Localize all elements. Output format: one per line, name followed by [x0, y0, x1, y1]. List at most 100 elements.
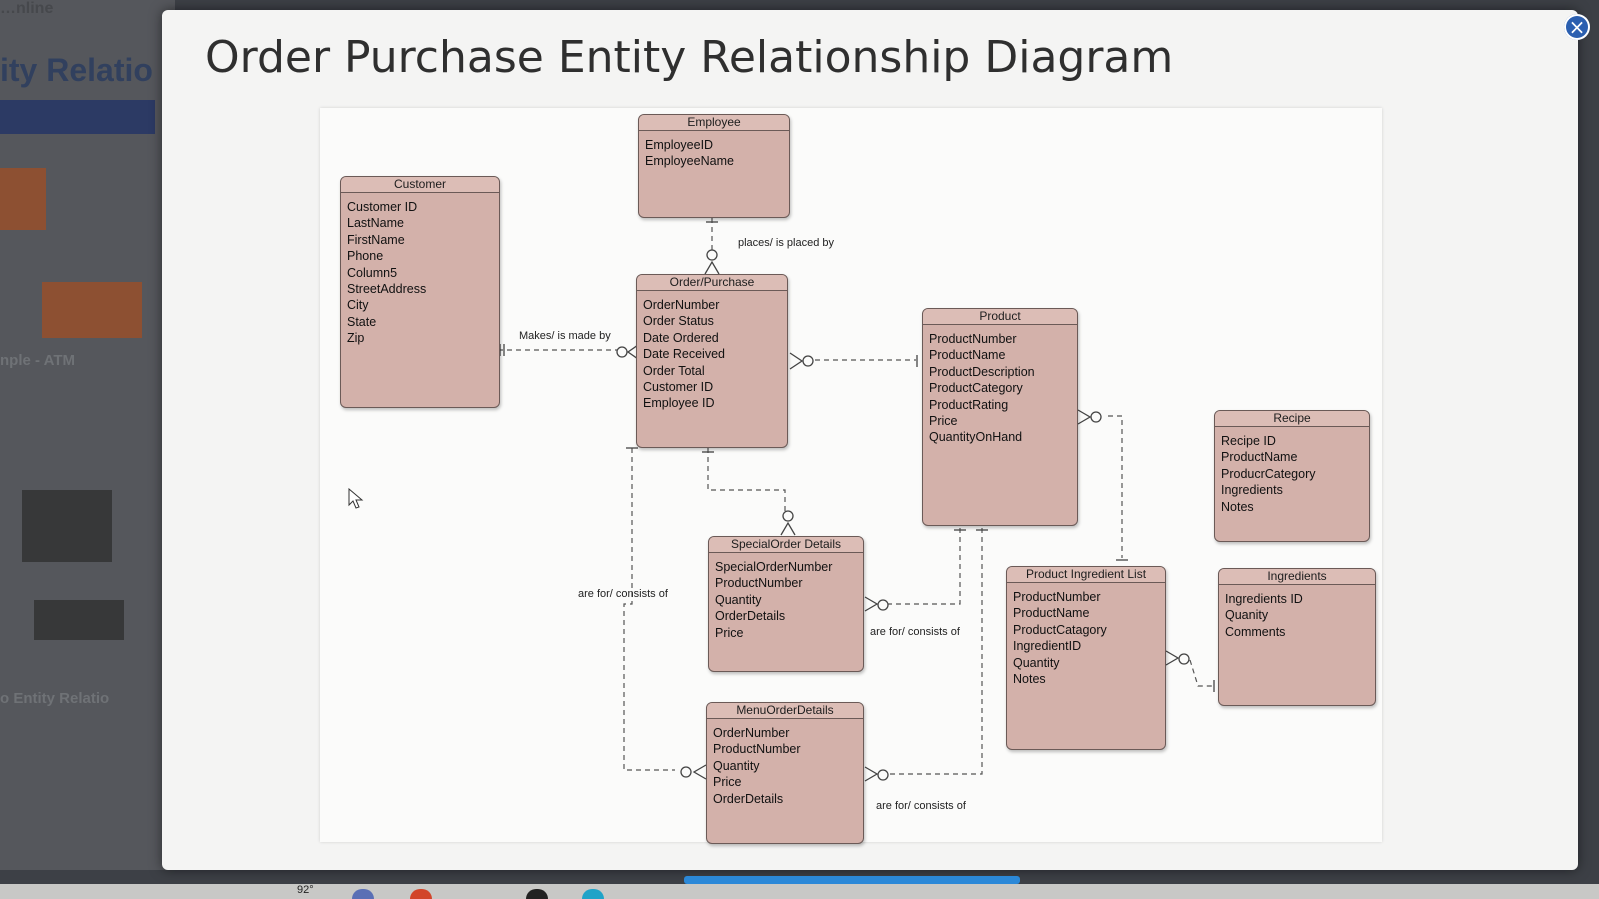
background-slide-panel [0, 0, 175, 870]
taskbar [0, 884, 1599, 899]
entity-field: QuantityOnHand [929, 430, 1023, 445]
order-menuorder-line [623, 448, 675, 771]
taskbar-app-icon[interactable] [352, 889, 374, 899]
entity-field: Order Status [643, 314, 714, 329]
entity-field: OrderDetails [713, 791, 784, 806]
entity-field: EmployeeName [645, 154, 734, 169]
entity-field: Price [715, 625, 744, 640]
entity-title: Product [923, 309, 1077, 325]
entity-field: Employee ID [643, 396, 715, 411]
entity-field: ProductName [929, 348, 1006, 363]
entity-field: Column5 [347, 265, 398, 280]
entity-employee[interactable]: Employee EmployeeID EmployeeName [638, 114, 790, 218]
entity-field: ProductName [1013, 606, 1090, 621]
taskbar-app-icon[interactable] [526, 889, 548, 899]
relationship-label-menu-left: are for/ consists of [578, 588, 668, 600]
entity-title: Product Ingredient List [1007, 567, 1165, 583]
entity-field: ProductNumber [1013, 590, 1101, 604]
entity-field: Zip [347, 331, 365, 346]
entity-field: OrderNumber [643, 298, 720, 312]
relationship-label-places: places/ is placed by [738, 237, 834, 249]
background-window-title: …nline [0, 0, 54, 17]
entity-field: ProductNumber [715, 576, 803, 591]
entity-field: Phone [347, 249, 384, 264]
entity-field: State [347, 314, 377, 329]
background-slide-label: nple - ATM [0, 352, 75, 369]
entity-field: ProductNumber [713, 742, 801, 757]
entity-field: IngredientID [1013, 639, 1082, 654]
entity-field: Recipe ID [1221, 434, 1276, 448]
entity-title: Recipe [1215, 411, 1369, 427]
entity-title: Customer [341, 177, 499, 193]
entity-field: ProductCatagory [1013, 622, 1107, 637]
entity-field: Quantity [715, 592, 762, 607]
close-button[interactable]: × [1564, 14, 1590, 40]
entity-title: Ingredients [1219, 569, 1375, 585]
entity-product[interactable]: Product ProductNumber ProductName Produc… [922, 308, 1078, 526]
entity-field: Quantity [1013, 655, 1060, 670]
entity-field: Quantity [713, 758, 760, 773]
mouse-cursor-icon [348, 488, 364, 509]
product-ingredientlist-line [1108, 415, 1123, 558]
relationship-label-makes: Makes/ is made by [519, 330, 611, 342]
entity-title: Employee [639, 115, 789, 131]
entity-field: SpecialOrderNumber [715, 560, 833, 574]
entity-field: ProductName [1221, 450, 1298, 465]
entity-field: ProductCategory [929, 381, 1023, 396]
page-title: Order Purchase Entity Relationship Diagr… [205, 32, 1174, 83]
background-thumbnail [0, 168, 46, 230]
entity-title: SpecialOrder Details [709, 537, 863, 553]
entity-field: Quanity [1225, 608, 1269, 623]
entity-field: Order Total [643, 363, 705, 378]
entity-field: EmployeeID [645, 138, 714, 152]
entity-field: OrderNumber [713, 726, 790, 740]
background-slide-title: ity Relatio [0, 52, 153, 88]
entity-field: OrderDetails [715, 609, 786, 624]
entity-field: Ingredients ID [1225, 592, 1303, 606]
background-thumbnail [42, 282, 142, 338]
relationship-label-special: are for/ consists of [870, 626, 960, 638]
ingredientlist-ingredients-line [1189, 659, 1214, 687]
taskbar-app-icon[interactable] [582, 889, 604, 899]
entity-field: LastName [347, 216, 404, 231]
entity-field: ProductNumber [929, 332, 1017, 346]
product-specialorder-line [885, 528, 961, 605]
entity-field: Notes [1013, 672, 1046, 687]
entity-field: Date Received [643, 347, 725, 362]
taskbar-app-icon[interactable] [410, 889, 432, 899]
entity-field: ProducrCategory [1221, 466, 1316, 481]
entity-title: Order/Purchase [637, 275, 787, 291]
entity-special-order-details[interactable]: SpecialOrder Details SpecialOrderNumber … [708, 536, 864, 672]
entity-field: Notes [1221, 499, 1254, 514]
weather-temperature[interactable]: 92° [297, 884, 314, 896]
entity-field: Price [929, 414, 958, 429]
entity-ingredients[interactable]: Ingredients Ingredients ID Quanity Comme… [1218, 568, 1376, 706]
background-blue-bar [0, 100, 155, 134]
entity-field: ProductRating [929, 397, 1009, 412]
entity-customer[interactable]: Customer Customer ID LastName FirstName … [340, 176, 500, 408]
background-thumbnail [22, 490, 112, 562]
background-thumbnail [34, 600, 124, 640]
entity-field: Customer ID [347, 200, 418, 214]
entity-field: ProductDescription [929, 364, 1035, 379]
background-slide-label: o Entity Relatio [0, 690, 110, 707]
entity-field: Ingredients [1221, 483, 1283, 498]
entity-field: Customer ID [643, 380, 714, 395]
entity-field: StreetAddress [347, 282, 427, 297]
relationship-label-menu-right: are for/ consists of [876, 800, 966, 812]
entity-recipe[interactable]: Recipe Recipe ID ProductName ProducrCate… [1214, 410, 1370, 542]
order-specialorder-line [707, 448, 786, 512]
entity-order-purchase[interactable]: Order/Purchase OrderNumber Order Status … [636, 274, 788, 448]
entity-field: FirstName [347, 232, 405, 247]
entity-field: Comments [1225, 624, 1286, 639]
horizontal-scrollbar[interactable] [684, 876, 1020, 884]
entity-field: Date Ordered [643, 330, 719, 345]
close-icon: × [1568, 15, 1586, 39]
entity-field: Price [713, 775, 742, 790]
entity-field: City [347, 298, 369, 313]
product-menuorder-line [885, 528, 983, 775]
entity-menu-order-details[interactable]: MenuOrderDetails OrderNumber ProductNumb… [706, 702, 864, 844]
entity-title: MenuOrderDetails [707, 703, 863, 719]
entity-product-ingredient-list[interactable]: Product Ingredient List ProductNumber Pr… [1006, 566, 1166, 750]
